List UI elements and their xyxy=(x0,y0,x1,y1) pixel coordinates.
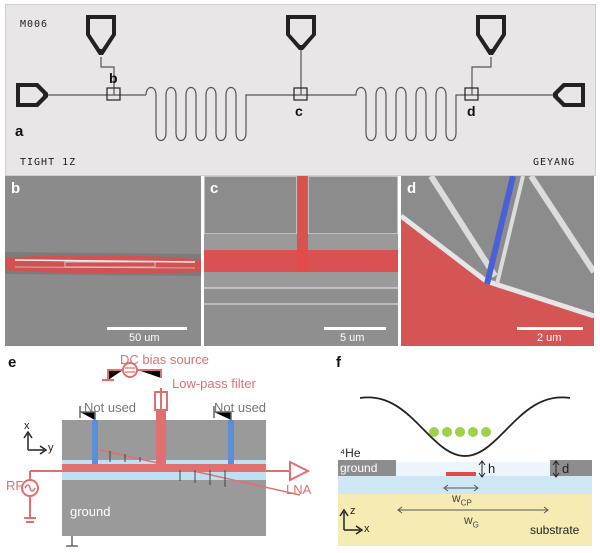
helium-label: ⁴He xyxy=(340,446,361,460)
panel-label-e: e xyxy=(8,354,17,371)
scalebar-label-b: 50 um xyxy=(129,332,160,344)
not-used-right-label: Not used xyxy=(214,400,267,415)
sem-image-b xyxy=(5,176,201,346)
panel-d: d 2 um xyxy=(401,176,594,346)
ground-label: ground xyxy=(70,504,111,519)
circuit-schematic xyxy=(21,362,311,547)
helium-layer xyxy=(338,476,592,494)
h-label: h xyxy=(488,461,496,476)
axis-z-label: z xyxy=(350,505,356,517)
axis-x-label-f: x xyxy=(364,523,370,535)
panel-c: c 5 um xyxy=(204,176,398,346)
scalebar-label-d: 2 um xyxy=(537,332,562,344)
lna-label: LNA xyxy=(286,482,312,497)
sem-image-c xyxy=(204,176,398,346)
substrate-label: substrate xyxy=(530,523,580,537)
panel-b: b 50 um xyxy=(5,176,201,346)
panel-label-f: f xyxy=(336,354,341,371)
wcp-sub: CP xyxy=(460,498,472,508)
marker-label-d: d xyxy=(467,103,476,119)
substrate-layer xyxy=(338,494,592,546)
marker-box-b xyxy=(106,87,121,101)
marker-box-c xyxy=(293,87,308,101)
rf-label: RF xyxy=(6,478,24,493)
center-pin xyxy=(446,472,476,476)
axis-y-label: y xyxy=(48,442,54,454)
panel-label-d: d xyxy=(407,180,417,197)
marker-label-b: b xyxy=(109,70,118,86)
chip-layout xyxy=(16,15,585,142)
ground-plane-right xyxy=(550,460,592,476)
d-label: d xyxy=(562,461,570,476)
panel-label-b: b xyxy=(11,180,21,197)
unused-line-left xyxy=(92,420,98,464)
dc-bias-label: DC bias source xyxy=(120,352,209,367)
marker-label-c: c xyxy=(295,103,303,119)
chip-id: M006 xyxy=(20,19,49,30)
panel-e: e DC bias source Low-pass filter Not use… xyxy=(0,350,330,553)
unused-line-right xyxy=(228,420,234,464)
chip-text-left: TIGHT 1Z xyxy=(20,157,77,168)
wcp-main: w xyxy=(452,491,461,505)
wg-main: w xyxy=(464,513,473,527)
panel-label-a: a xyxy=(15,123,24,140)
ground-plane-left xyxy=(338,460,396,476)
panel-a: M006 b c d a TIGHT 1Z GEYANG xyxy=(5,4,596,176)
low-pass-label: Low-pass filter xyxy=(172,376,256,391)
marker-box-d xyxy=(464,87,479,101)
not-used-left-label: Not used xyxy=(84,400,137,415)
axis-x-label: x xyxy=(24,420,30,432)
dc-bias-line xyxy=(156,410,166,468)
wcp-label: wCP xyxy=(452,491,472,507)
sem-image-d xyxy=(401,176,594,346)
ground-label-f: ground xyxy=(340,461,378,475)
electron-dots xyxy=(429,427,491,437)
potential-well xyxy=(359,396,571,457)
scalebar-label-c: 5 um xyxy=(340,332,365,344)
cross-section-diagram xyxy=(338,396,592,546)
panel-f: f ⁴He ground h d wCP wG substrate z x xyxy=(330,350,600,553)
wg-sub: G xyxy=(472,520,479,530)
chip-text-right: GEYANG xyxy=(533,157,576,168)
wg-label: wG xyxy=(464,513,479,529)
panel-label-c: c xyxy=(210,180,219,197)
